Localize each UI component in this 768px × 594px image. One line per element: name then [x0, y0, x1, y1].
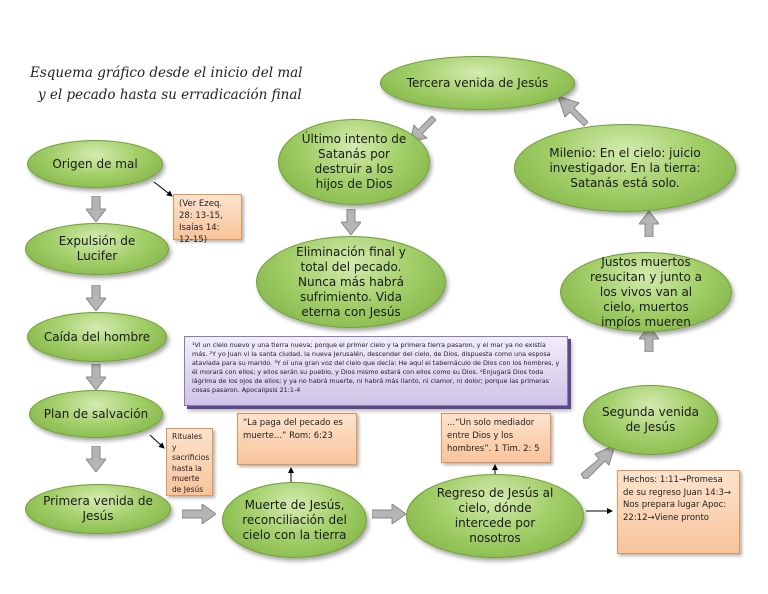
- node-caida-del-hombre: Caída del hombre: [27, 312, 167, 362]
- node-regreso-de-jesus: Regreso de Jesús al cielo, dónde interce…: [406, 474, 584, 558]
- arrow-diag-up-left: [558, 96, 588, 126]
- arrow-up-1: [639, 326, 659, 352]
- node-ultimo-intento: Último intento de Satanás por destruir a…: [278, 119, 430, 205]
- arrow-down-1: [86, 196, 106, 222]
- arrow-down-5: [341, 209, 361, 235]
- note-hechos-juan-apoc: Hechos: 1:11→Promesa de su regreso Juan …: [617, 470, 740, 554]
- arrow-right-1: [182, 504, 216, 524]
- node-tercera-venida: Tercera venida de Jesús: [380, 56, 575, 110]
- arrow-down-3: [86, 364, 106, 390]
- title-line-1: Esquema gráfico desde el inicio del mal: [30, 65, 303, 81]
- connector-plan-note: [149, 434, 165, 449]
- arrow-up-2: [639, 211, 659, 237]
- note-rituales: Rituales y sacrificios hasta la muerte d…: [166, 428, 213, 496]
- note-paga-del-pecado: “La paga del pecado es muerte...” Rom: 6…: [237, 413, 357, 465]
- title-line-2: y el pecado hasta su erradicación final: [38, 87, 302, 103]
- arrow-diag-up-right: [581, 445, 615, 479]
- node-muerte-de-jesus: Muerte de Jesús, reconciliación del ciel…: [222, 482, 367, 558]
- arrow-down-4: [86, 446, 106, 472]
- note-un-solo-mediador: ...“Un solo mediador entre Dios y los ho…: [441, 413, 551, 463]
- node-milenio: Milenio: En el cielo: juicio investigado…: [514, 124, 736, 212]
- node-justos-muertos: Justos muertos resucitan y junto a los v…: [560, 252, 732, 332]
- node-segunda-venida: Segunda venida de Jesús: [583, 385, 718, 455]
- node-primera-venida: Primera venida de Jesús: [25, 484, 171, 534]
- arrow-right-2: [372, 504, 406, 524]
- arrow-down-2: [86, 285, 106, 311]
- node-origen-de-mal: Origen de mal: [27, 140, 163, 188]
- connector-origen-note: [153, 181, 173, 197]
- node-expulsion-de-lucifer: Expulsión de Lucifer: [25, 223, 169, 275]
- note-ezequiel: (Ver Ezeq. 28: 13-15, Isaías 14: 12-15): [173, 194, 242, 245]
- diagram-title: Esquema gráfico desde el inicio del mal …: [30, 62, 320, 106]
- apocalipsis-quote-box: ¹Vi un cielo nuevo y una tierra nueva; p…: [184, 336, 568, 406]
- node-eliminacion-final: Eliminación final y total del pecado. Nu…: [256, 236, 446, 328]
- node-plan-de-salvacion: Plan de salvación: [29, 390, 163, 438]
